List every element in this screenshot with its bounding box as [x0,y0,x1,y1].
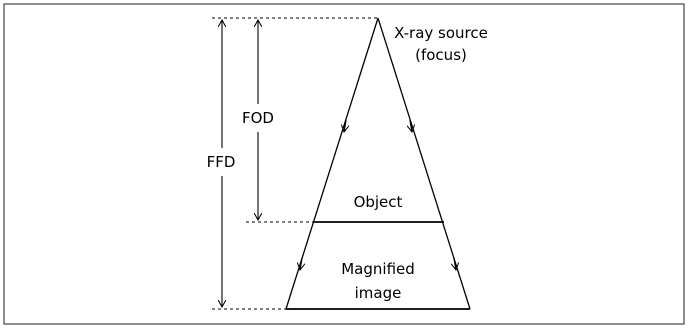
object-label: Object [354,193,403,211]
beam-arrow-upper-left [344,119,346,132]
beam-arrow-lower-left [300,257,302,270]
fod-label: FOD [242,109,274,127]
image-label-line1: Magnified [341,260,415,278]
image-label-line2: image [355,284,402,302]
beam-arrow-upper-right [410,119,412,132]
diagram-frame [3,3,685,325]
beam-arrow-lower-right [454,257,456,270]
ffd-label-bg [198,148,244,176]
source-label-line2: (focus) [415,46,467,64]
fod-label-bg [240,104,280,132]
ffd-label: FFD [207,153,236,171]
source-label-line1: X-ray source [394,24,488,42]
